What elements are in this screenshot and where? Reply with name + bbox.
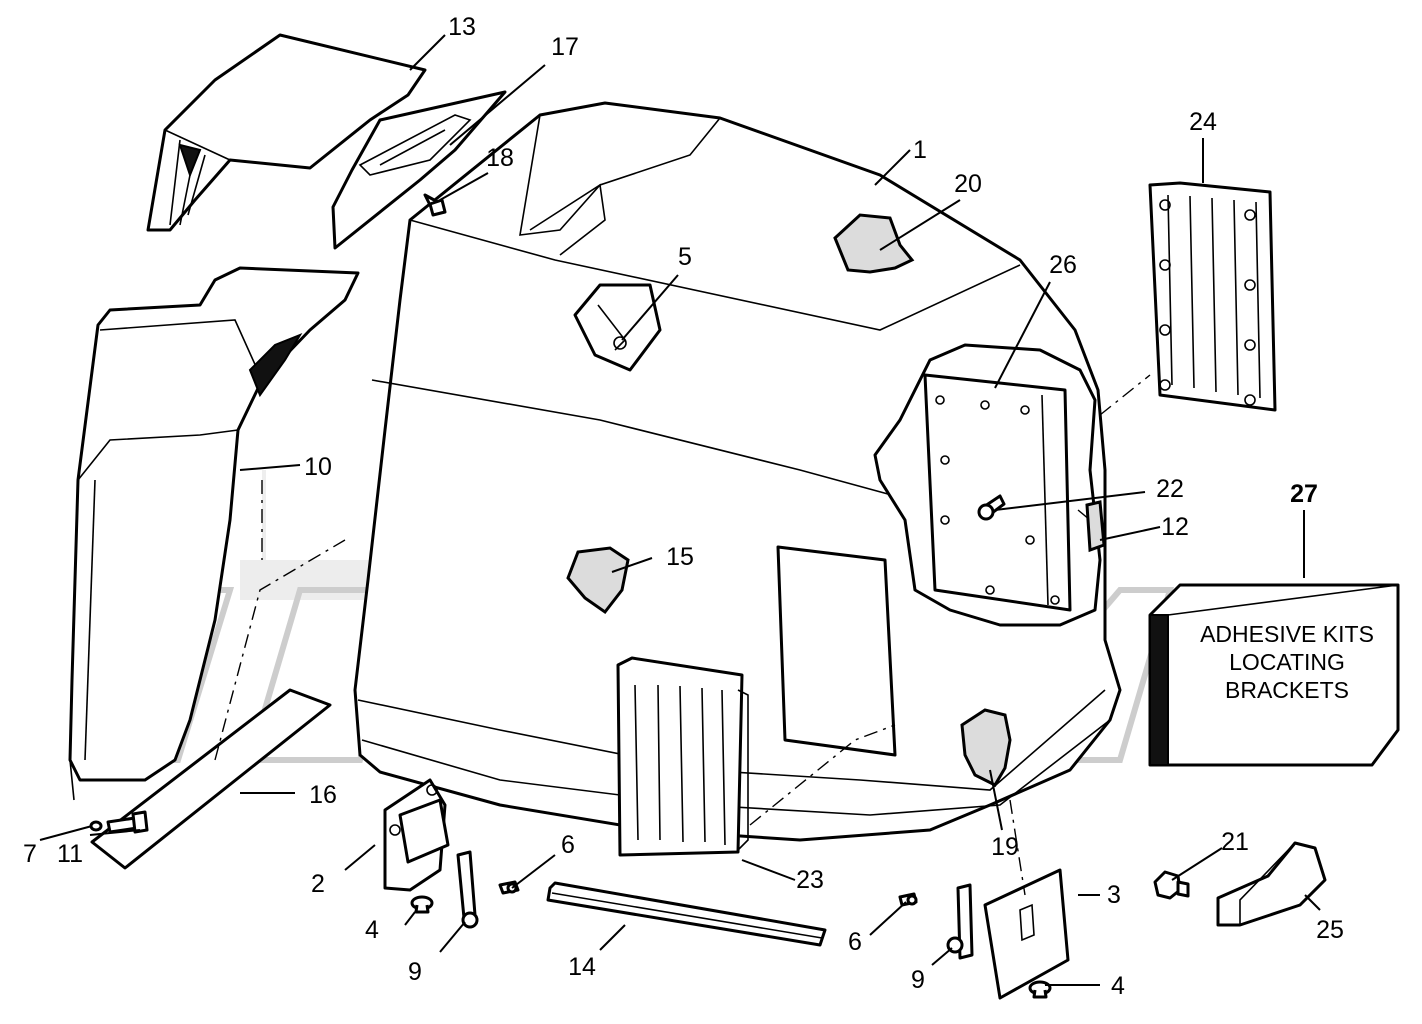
- callout-26: 26: [1049, 251, 1077, 279]
- callout-6-left: 6: [561, 831, 575, 859]
- part-16-adhesive-strip: [90, 688, 332, 870]
- part-11-bolt: [106, 810, 149, 834]
- callout-15: 15: [666, 543, 694, 571]
- callout-19: 19: [991, 833, 1019, 861]
- kit-box-line-2: LOCATING: [1229, 649, 1345, 675]
- part-12-clip: [1085, 500, 1106, 553]
- part-5-bolt-patch: [573, 283, 662, 372]
- callout-6-right: 6: [848, 928, 862, 956]
- part-13-hood-cover: [146, 33, 427, 232]
- part-22-screw: [977, 494, 1006, 521]
- callout-24: 24: [1189, 108, 1217, 136]
- kit-box: ADHESIVE KITS LOCATING BRACKETS: [1148, 583, 1400, 767]
- callout-27: 27: [1290, 480, 1318, 508]
- callout-5: 5: [678, 243, 692, 271]
- callout-labels: 1 2 3 4 4 5 6 6 7 9 9 10 11 12 13 14 15 …: [23, 13, 1344, 1000]
- callout-14: 14: [568, 953, 596, 981]
- callout-1: 1: [913, 136, 927, 164]
- callout-23: 23: [796, 866, 824, 894]
- callout-4-left: 4: [365, 916, 379, 944]
- callout-20: 20: [954, 170, 982, 198]
- callout-21: 21: [1221, 828, 1249, 856]
- part-14-rubber-strip: [546, 881, 827, 947]
- part-20-foam-patch: [833, 213, 915, 274]
- part-19-foam-patch: [960, 708, 1012, 787]
- callout-12: 12: [1161, 513, 1189, 541]
- callout-4-right: 4: [1111, 972, 1125, 1000]
- part-18-bolt: [423, 193, 447, 217]
- callout-7: 7: [23, 840, 37, 868]
- part-10-side-panel: [68, 266, 360, 801]
- part-9-strap-left: [456, 850, 479, 929]
- callout-9-left: 9: [408, 958, 422, 986]
- callout-11: 11: [57, 840, 83, 868]
- part-23-grille: [616, 656, 749, 857]
- callout-25: 25: [1316, 916, 1344, 944]
- part-9-strap-right: [946, 883, 974, 960]
- callout-16: 16: [309, 781, 337, 809]
- part-1-motor-cowl: [353, 101, 1122, 842]
- callout-22: 22: [1156, 475, 1184, 503]
- kit-box-line-1: ADHESIVE KITS: [1200, 621, 1374, 647]
- part-26-bracket-plate: [873, 343, 1102, 627]
- callout-13: 13: [448, 13, 476, 41]
- part-2-mount-bracket: [383, 778, 450, 892]
- callout-10: 10: [304, 453, 332, 481]
- part-7-washer: [89, 820, 103, 832]
- part-24-grille: [1148, 181, 1277, 412]
- part-17-vent-grille: [331, 90, 507, 250]
- kit-box-line-3: BRACKETS: [1225, 677, 1349, 703]
- part-21-nut: [1153, 870, 1190, 900]
- callout-9-right: 9: [911, 966, 925, 994]
- assembly-lines: [214, 374, 1151, 896]
- part-3-cover-plate: [983, 868, 1070, 1000]
- callout-3: 3: [1107, 881, 1121, 909]
- leader-lines: [39, 34, 1321, 986]
- callout-18: 18: [486, 144, 514, 172]
- part-15-foam-patch: [566, 546, 630, 615]
- part-6-screw-left: [498, 880, 520, 895]
- part-4-cap-left: [410, 895, 434, 914]
- part-25-pad: [1216, 841, 1327, 927]
- part-6-screw-right: [898, 892, 918, 907]
- callout-17: 17: [551, 33, 579, 61]
- callout-2: 2: [311, 870, 325, 898]
